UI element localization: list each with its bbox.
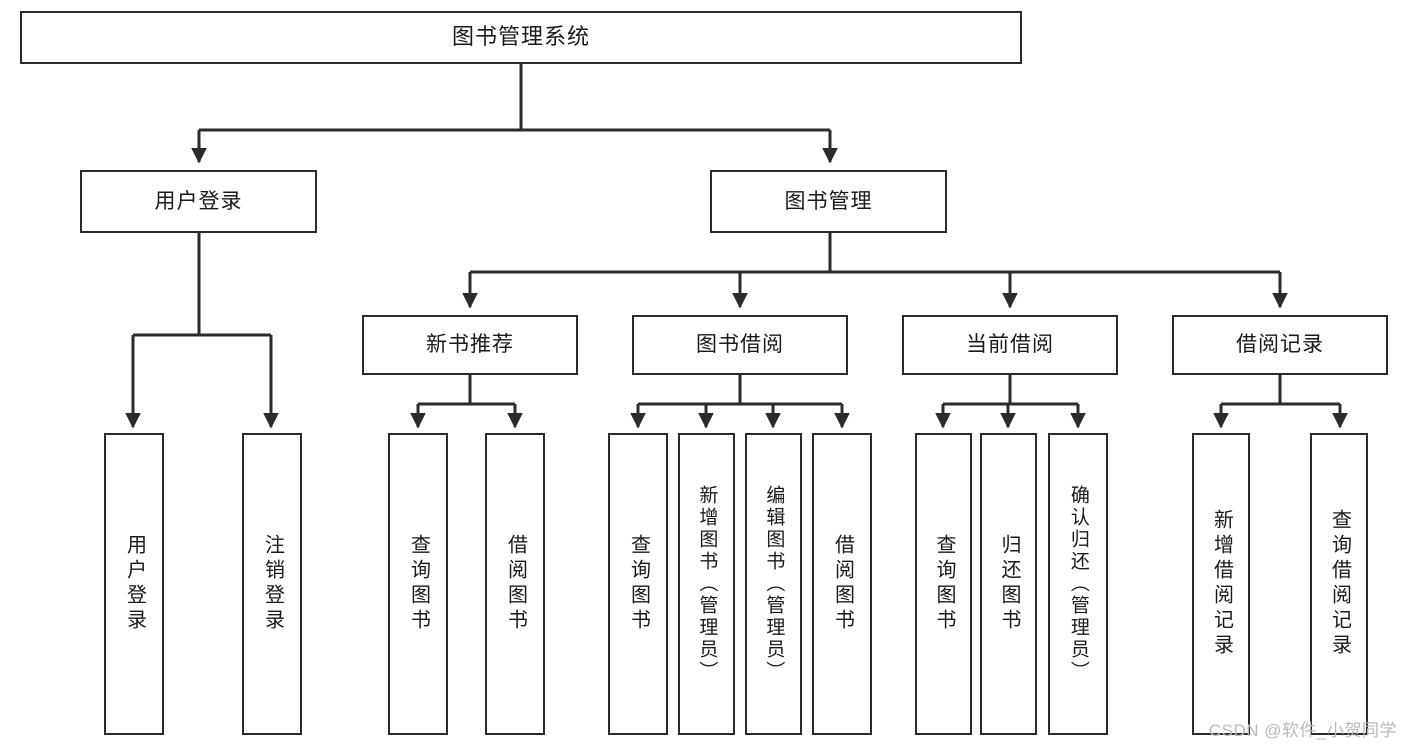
node-book-borrow[interactable]: 图书借阅 <box>632 315 848 375</box>
node-new-book-recommend[interactable]: 新书推荐 <box>362 315 578 375</box>
node-user-login[interactable]: 用户登录 <box>80 170 317 233</box>
node-leaf-query-book-3[interactable]: 查询图书 <box>915 433 972 735</box>
node-current-borrow[interactable]: 当前借阅 <box>902 315 1118 375</box>
node-borrow-record[interactable]: 借阅记录 <box>1172 315 1388 375</box>
node-leaf-edit-book[interactable]: 编辑图书（管理员） <box>745 433 802 735</box>
node-leaf-logout[interactable]: 注销登录 <box>242 433 302 735</box>
watermark-text: CSDN @软件_小贺同学 <box>1208 721 1397 740</box>
node-book-manage[interactable]: 图书管理 <box>710 170 947 233</box>
node-leaf-add-book[interactable]: 新增图书（管理员） <box>678 433 735 735</box>
node-leaf-query-record[interactable]: 查询借阅记录 <box>1310 433 1368 735</box>
node-leaf-return-book[interactable]: 归还图书 <box>980 433 1037 735</box>
node-leaf-query-book-1[interactable]: 查询图书 <box>388 433 448 735</box>
node-root-system[interactable]: 图书管理系统 <box>20 11 1022 64</box>
node-leaf-borrow-book-2[interactable]: 借阅图书 <box>812 433 872 735</box>
node-leaf-add-record[interactable]: 新增借阅记录 <box>1192 433 1250 735</box>
node-leaf-query-book-2[interactable]: 查询图书 <box>608 433 668 735</box>
node-leaf-borrow-book-1[interactable]: 借阅图书 <box>485 433 545 735</box>
node-leaf-confirm-return[interactable]: 确认归还（管理员） <box>1048 433 1108 735</box>
node-leaf-user-login[interactable]: 用户登录 <box>104 433 164 735</box>
